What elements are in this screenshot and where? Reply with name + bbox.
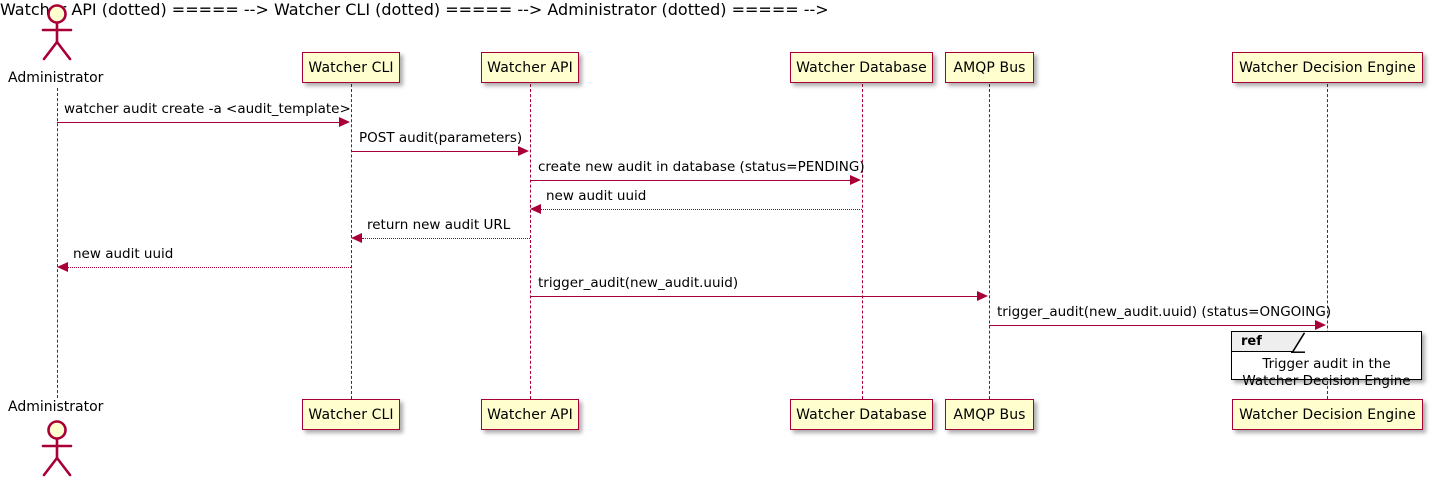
ref-fragment: ref Trigger audit in the Watcher Decisio… bbox=[1231, 331, 1422, 389]
message-line-7 bbox=[530, 296, 978, 297]
message-line-5 bbox=[362, 238, 530, 239]
ref-fragment-tab-notch-icon bbox=[1292, 332, 1305, 352]
message-label-1: watcher audit create -a <audit_template> bbox=[64, 101, 351, 117]
lifeline-amqp-bus bbox=[989, 84, 990, 399]
lifeline-watcher-database bbox=[862, 84, 863, 399]
lifeline-administrator bbox=[57, 88, 58, 398]
message-label-2: POST audit(parameters) bbox=[359, 130, 523, 146]
ref-fragment-tab: ref bbox=[1232, 332, 1294, 352]
participant-watcher-database-bottom[interactable]: Watcher Database bbox=[790, 399, 933, 430]
arrow-head-4-left-icon bbox=[530, 204, 541, 214]
message-label-4: new audit uuid bbox=[546, 188, 647, 204]
lifeline-watcher-api bbox=[530, 84, 531, 399]
participant-watcher-api-bottom[interactable]: Watcher API bbox=[481, 399, 579, 430]
ref-fragment-line-2: Watcher Decision Engine bbox=[1242, 373, 1411, 389]
arrow-head-1-right-icon bbox=[339, 117, 350, 127]
arrow-head-5-left-icon bbox=[351, 233, 362, 243]
participant-amqp-bus-top[interactable]: AMQP Bus bbox=[945, 52, 1034, 83]
participant-amqp-bus-bottom[interactable]: AMQP Bus bbox=[945, 399, 1034, 430]
message-label-6: new audit uuid bbox=[73, 246, 174, 262]
participant-watcher-cli-top[interactable]: Watcher CLI bbox=[302, 52, 400, 83]
ref-fragment-line-1: Trigger audit in the bbox=[1262, 356, 1391, 372]
participant-watcher-cli-bottom[interactable]: Watcher CLI bbox=[302, 399, 400, 430]
message-line-8 bbox=[989, 325, 1316, 326]
message-label-7: trigger_audit(new_audit.uuid) bbox=[538, 275, 739, 291]
arrow-head-6-left-icon bbox=[57, 262, 68, 272]
actor-administrator-bottom bbox=[37, 420, 77, 478]
actor-label-administrator-bottom: Administrator bbox=[8, 399, 104, 415]
message-line-2 bbox=[351, 151, 519, 152]
participant-watcher-database-top[interactable]: Watcher Database bbox=[790, 52, 933, 83]
message-label-3: create new audit in database (status=PEN… bbox=[538, 159, 865, 175]
participant-watcher-api-top[interactable]: Watcher API bbox=[481, 52, 579, 83]
participant-watcher-decision-engine-top[interactable]: Watcher Decision Engine bbox=[1232, 52, 1423, 83]
lifeline-watcher-decision-engine bbox=[1327, 84, 1328, 399]
arrow-head-8-right-icon bbox=[1315, 320, 1326, 330]
arrow-head-3-right-icon bbox=[850, 175, 861, 185]
message-line-4 bbox=[541, 209, 862, 210]
arrow-head-2-right-icon bbox=[518, 146, 529, 156]
participant-watcher-decision-engine-bottom[interactable]: Watcher Decision Engine bbox=[1232, 399, 1423, 430]
message-line-3 bbox=[530, 180, 851, 181]
ref-fragment-tab-label: ref bbox=[1241, 334, 1262, 349]
message-line-1 bbox=[57, 122, 340, 123]
message-line-6 bbox=[68, 267, 351, 268]
message-label-8: trigger_audit(new_audit.uuid) (status=ON… bbox=[997, 304, 1332, 320]
actor-label-administrator-top: Administrator bbox=[8, 70, 104, 86]
ref-fragment-body: Trigger audit in the Watcher Decision En… bbox=[1232, 352, 1421, 390]
actor-administrator-top bbox=[37, 4, 77, 62]
message-label-5: return new audit URL bbox=[367, 217, 511, 233]
arrow-head-7-right-icon bbox=[977, 291, 988, 301]
